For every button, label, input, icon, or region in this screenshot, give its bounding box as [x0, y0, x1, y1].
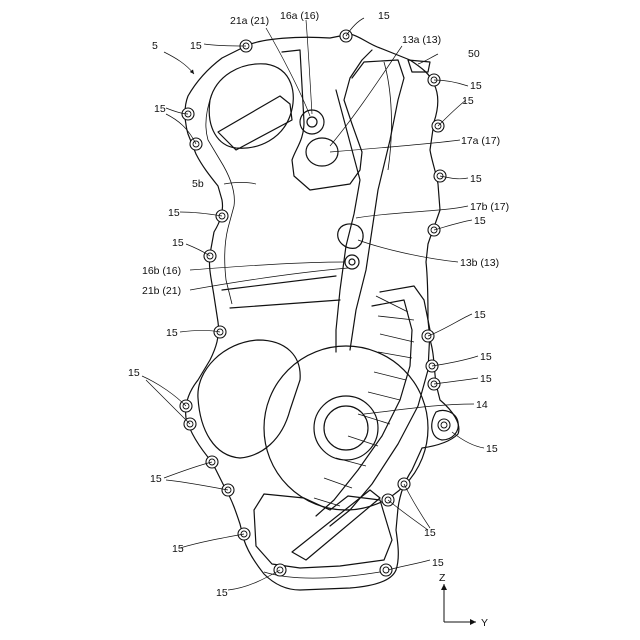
boss-16a-hole — [307, 117, 317, 127]
label-13a: 13a (13) — [402, 34, 441, 46]
bolt-label: 15 — [470, 173, 482, 185]
chain-guide-rail — [350, 60, 404, 350]
ref-5-arrow — [164, 52, 194, 74]
axis-indicator — [441, 584, 476, 625]
bolt-label: 15 — [216, 587, 228, 599]
bolt-label: 15 — [378, 10, 390, 22]
top-boss-region — [282, 50, 372, 190]
bolt-label: 15 — [150, 473, 162, 485]
bolt-label: 15 — [166, 327, 178, 339]
bolt-label: 15 — [486, 443, 498, 455]
label-16b: 16b (16) — [142, 265, 181, 277]
bolt-label: 15 — [474, 309, 486, 321]
mid-diagonal-band — [222, 276, 340, 308]
left-large-circle — [198, 340, 300, 458]
bolt-boss — [380, 564, 392, 576]
axis-z-label: Z — [439, 572, 446, 584]
bolt-label: 15 — [432, 557, 444, 569]
bolt-label: 15 — [172, 237, 184, 249]
axis-y-label: Y — [481, 617, 488, 629]
label-17b: 17b (17) — [470, 201, 509, 213]
ref-50-label: 50 — [468, 48, 480, 60]
bolt-label: 15 — [172, 543, 184, 555]
bolt-label: 15 — [462, 95, 474, 107]
bolt-label: 15 — [480, 373, 492, 385]
label-16a: 16a (16) — [280, 10, 319, 22]
bolt-label: 15 — [480, 351, 492, 363]
bolt-boss — [438, 419, 450, 431]
rail-rib — [384, 62, 391, 170]
bolt-label: 15 — [424, 527, 436, 539]
bolt-label: 15 — [154, 103, 166, 115]
label-14: 14 — [476, 399, 488, 411]
bolt-label: 15 — [474, 215, 486, 227]
bolt-label: 15 — [128, 367, 140, 379]
label-17a: 17a (17) — [461, 135, 500, 147]
boss-16b — [345, 255, 359, 269]
leader-lines — [142, 18, 484, 590]
ref-5-label: 5 — [152, 40, 158, 52]
label-21a: 21a (21) — [230, 15, 269, 27]
label-21b: 21b (21) — [142, 285, 181, 297]
lower-diagonal-rib — [292, 490, 380, 560]
crank-bore-inner — [324, 406, 368, 450]
label-13b: 13b (13) — [460, 257, 499, 269]
label-5b: 5b — [192, 178, 204, 190]
chain-guide-rail-inner — [336, 90, 360, 352]
bolt-label: 15 — [470, 80, 482, 92]
bolt-label: 15 — [168, 207, 180, 219]
bolt-label: 15 — [190, 40, 202, 52]
boss-16b-hole — [349, 259, 355, 265]
upper-chain-guide-plate — [218, 96, 292, 150]
